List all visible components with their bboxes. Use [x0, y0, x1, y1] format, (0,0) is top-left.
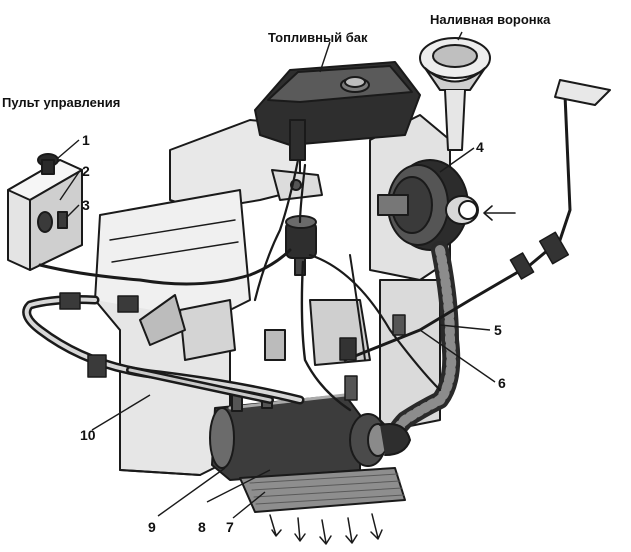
callout-9: 9: [148, 519, 156, 535]
filler-funnel: [419, 37, 491, 151]
warm-air-arrows: [269, 513, 383, 545]
control-panel: [7, 153, 83, 271]
air-blower: [377, 159, 516, 251]
callout-8: 8: [198, 519, 206, 535]
callout-7: 7: [226, 519, 234, 535]
hoses: [22, 79, 611, 412]
heat-exchanger: [239, 467, 406, 513]
label-control-panel: Пульт управления: [2, 95, 120, 110]
leader-lines: [57, 31, 496, 519]
callout-3: 3: [82, 197, 90, 213]
callout-10: 10: [80, 427, 96, 443]
callout-1: 1: [82, 132, 90, 148]
callout-2: 2: [82, 163, 90, 179]
label-fuel-tank: Топливный бак: [268, 30, 368, 45]
callout-6: 6: [498, 375, 506, 391]
callout-5: 5: [494, 322, 502, 338]
fuel-tank: [254, 61, 421, 161]
label-filler-funnel: Наливная воронка: [430, 12, 551, 27]
fuel-pump: [271, 169, 323, 276]
callout-4: 4: [476, 139, 484, 155]
